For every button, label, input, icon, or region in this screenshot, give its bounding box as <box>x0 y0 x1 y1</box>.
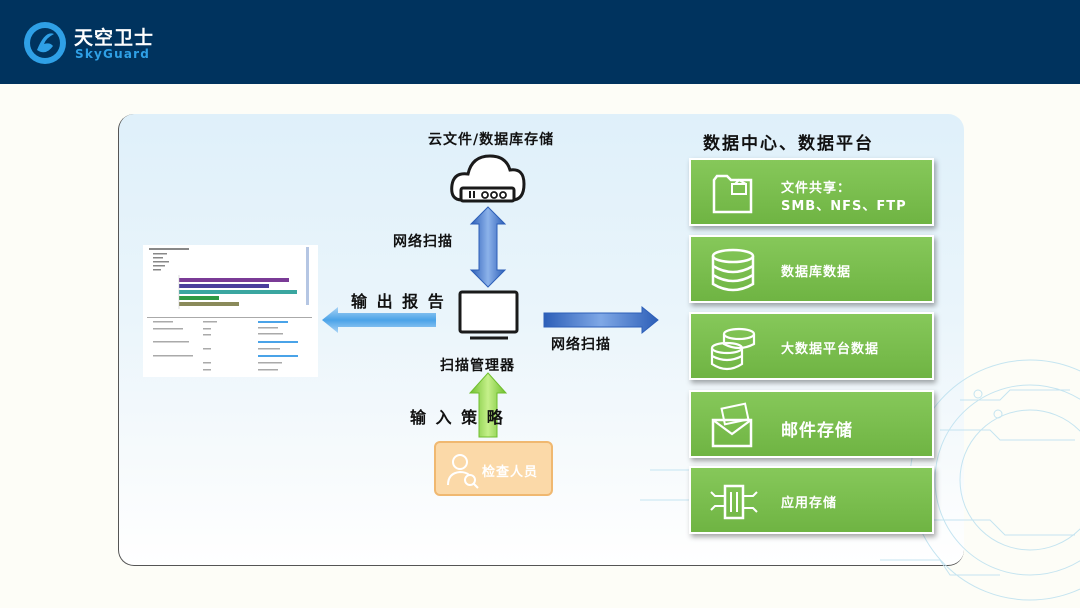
network-scan-label-top: 网络扫描 <box>393 234 453 250</box>
folder-icon <box>712 174 753 214</box>
card-database-title: 数据库数据 <box>781 265 852 280</box>
brand-name-en: SkyGuard <box>75 47 151 61</box>
header-bar: 天空卫士 SkyGuard <box>0 0 1080 84</box>
inspector-box: 检查人员 <box>434 441 553 496</box>
network-scan-label-right: 网络扫描 <box>551 337 611 353</box>
datacenter-title: 数据中心、数据平台 <box>703 134 874 154</box>
app-storage-icon <box>710 484 758 520</box>
card-file-share-title: 文件共享： <box>781 181 852 196</box>
card-bigdata: 大数据平台数据 <box>689 312 934 380</box>
scan-manager-label: 扫描管理器 <box>440 358 515 374</box>
mail-icon <box>711 402 753 448</box>
inspector-label: 检查人员 <box>482 465 539 480</box>
card-mail-title: 邮件存储 <box>781 421 853 441</box>
card-bigdata-title: 大数据平台数据 <box>781 342 880 357</box>
card-file-share-protocols: SMB、NFS、FTP <box>781 199 907 214</box>
card-mail-storage: 邮件存储 <box>689 390 934 458</box>
card-app-storage: 应用存储 <box>689 466 934 534</box>
cloud-storage-label: 云文件/数据库存储 <box>428 132 555 148</box>
card-app-storage-title: 应用存储 <box>781 496 838 511</box>
bigdata-icon <box>710 327 756 371</box>
card-file-share: 文件共享： SMB、NFS、FTP <box>689 158 934 226</box>
output-report-label: 输 出 报 告 <box>351 292 446 311</box>
skyguard-logo-icon <box>24 22 66 64</box>
person-search-icon <box>447 454 479 489</box>
database-icon <box>711 248 755 292</box>
card-database: 数据库数据 <box>689 235 934 303</box>
input-policy-label: 输 入 策 略 <box>410 408 505 427</box>
brand-name-cn: 天空卫士 <box>74 27 155 49</box>
report-preview-image <box>143 245 318 377</box>
